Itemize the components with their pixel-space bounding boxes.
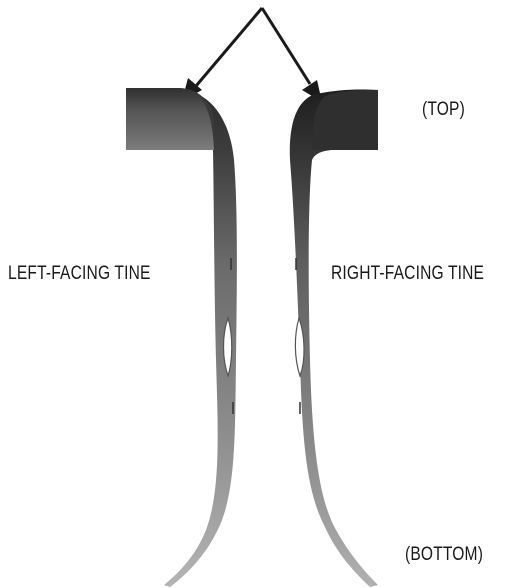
top-label: (TOP) (422, 99, 465, 121)
left-arrow-shaft (196, 8, 262, 86)
right-facing-tine (290, 89, 378, 587)
left-facing-tine-label: LEFT-FACING TINE (8, 263, 151, 285)
arrow-pair (182, 8, 322, 102)
left-facing-tine (126, 88, 237, 587)
bottom-label: (BOTTOM) (405, 544, 483, 566)
right-arrow-shaft (262, 8, 310, 84)
left-tine-body (126, 88, 237, 587)
right-facing-tine-label: RIGHT-FACING TINE (331, 263, 484, 285)
